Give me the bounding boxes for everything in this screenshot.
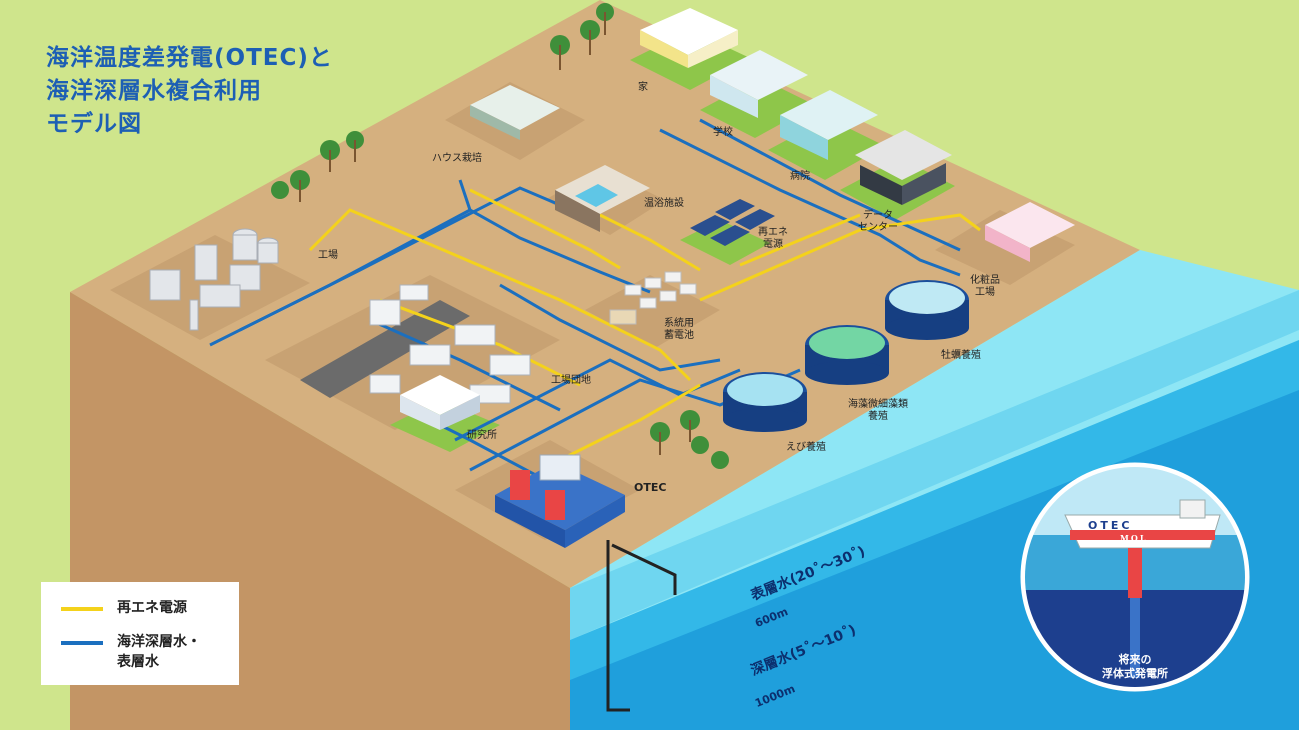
label-house: 家 [638,82,648,93]
title-line-1: 海洋温度差発電(OTEC)と [46,45,333,71]
label-oyster: 牡蠣養殖 [941,350,981,361]
label-renewable: 再エネ 電源 [758,227,788,251]
research-building [400,375,480,430]
label-battery-2: 蓄電池 [664,330,694,341]
label-bath: 温浴施設 [644,198,684,209]
inset-caption-2: 浮体式発電所 [1102,667,1168,680]
label-seaweed-1: 海藻微細藻類 [848,399,908,410]
label-datacenter-2: センター [858,222,898,233]
inset-caption: 将来の 浮体式発電所 [1060,653,1210,681]
palm-trunks [299,12,691,455]
surface-water-intake-pipe [611,543,677,595]
legend-label-water: 海洋深層水・ 表層水 [117,632,201,672]
label-battery: 系統用 蓄電池 [664,318,694,342]
legend-swatch-blue [61,641,103,645]
school-building [710,50,808,118]
diagram-title: 海洋温度差発電(OTEC)と 海洋深層水複合利用 モデル図 [46,42,333,141]
seaweed-pond [805,325,889,385]
legend-item-renewable: 再エネ電源 [61,598,187,618]
road [300,300,470,398]
solar-panels [690,199,775,246]
legend-item-water: 海洋深層水・ 表層水 [61,632,201,672]
house-building [640,8,738,68]
legend-label-water-1: 海洋深層水・ [117,634,201,650]
label-hospital: 病院 [790,171,810,182]
ship-mol-text: MOL [1120,533,1148,543]
power-lines [308,188,981,462]
label-otec: OTEC [634,481,667,494]
inset-caption-1: 将来の [1118,653,1152,666]
greenhouse-building [470,85,560,140]
label-datacenter: データ センター [858,210,898,234]
label-cosmetics-1: 化粧品 [970,275,1000,286]
battery-units [609,271,697,325]
industrial-park-buildings [369,284,531,404]
deep-water-intake-pipe [606,540,630,712]
label-renewable-2: 電源 [763,239,783,250]
water-pipes [209,118,961,482]
ocean-front [570,290,1299,640]
oyster-pond [885,280,969,340]
label-cosmetics: 化粧品 工場 [970,275,1000,299]
cosmetics-building [985,202,1075,262]
label-shrimp: えび養殖 [786,442,826,453]
title-line-3: モデル図 [46,111,142,137]
legend-swatch-yellow [61,607,103,611]
datacenter-building [855,130,952,205]
legend-label-renewable: 再エネ電源 [117,600,187,616]
shrimp-pond [723,372,807,432]
label-school: 学校 [713,127,733,138]
label-datacenter-1: データ [863,210,893,221]
title-line-2: 海洋深層水複合利用 [46,78,262,104]
label-research: 研究所 [467,430,497,441]
label-battery-1: 系統用 [664,318,694,329]
factory-buildings [149,228,279,331]
label-industrial-park: 工場団地 [551,375,591,386]
label-seaweed-2: 養殖 [868,411,888,422]
legend-label-water-2: 表層水 [117,654,159,670]
ship-otec-text: OTEC [1088,519,1133,532]
hospital-building [780,90,878,160]
label-renewable-1: 再エネ [758,227,788,238]
bath-building [555,165,650,232]
label-factory: 工場 [318,250,338,261]
label-seaweed: 海藻微細藻類 養殖 [848,399,908,423]
otec-plant [495,454,625,548]
legend: 再エネ電源 海洋深層水・ 表層水 [41,582,239,685]
label-cosmetics-2: 工場 [975,287,995,298]
label-greenhouse: ハウス栽培 [432,153,482,164]
